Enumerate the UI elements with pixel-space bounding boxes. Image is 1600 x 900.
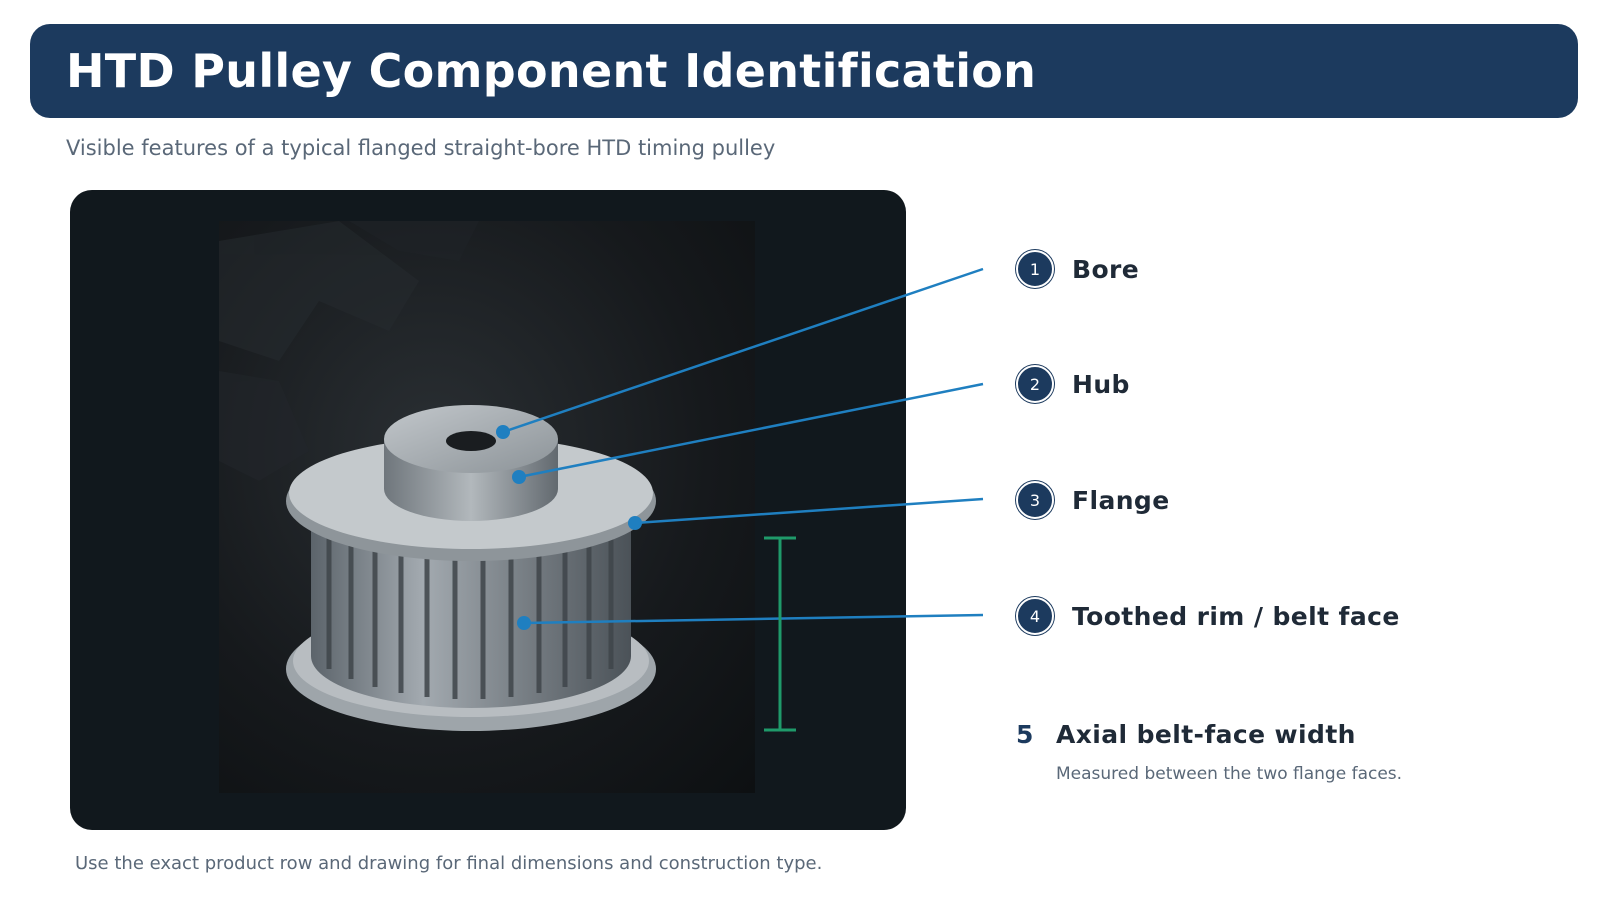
- background-gear: [219, 221, 479, 481]
- callout-number-badge: 4: [1016, 597, 1054, 635]
- pulley-photo: [219, 221, 755, 793]
- toothed-body: [311, 506, 631, 708]
- image-panel: [70, 190, 906, 830]
- callout-toothed-rim: 4 Toothed rim / belt face: [1016, 596, 1400, 636]
- measurement-note: Measured between the two flange faces.: [1056, 764, 1403, 784]
- title-bar: HTD Pulley Component Identification: [30, 24, 1578, 118]
- bore-hole: [446, 431, 496, 451]
- callout-number-badge: 2: [1016, 365, 1054, 403]
- callout-label: Flange: [1072, 485, 1170, 515]
- callout-label: Hub: [1072, 369, 1130, 399]
- callout-label: Bore: [1072, 254, 1140, 284]
- callout-hub: 2 Hub: [1016, 364, 1130, 404]
- pulley-illustration: [219, 221, 656, 731]
- callout-number-badge: 1: [1016, 250, 1054, 288]
- callout-number-badge: 3: [1016, 481, 1054, 519]
- measurement-number: 5: [1016, 720, 1034, 749]
- page-title: HTD Pulley Component Identification: [66, 44, 1037, 98]
- callout-flange: 3 Flange: [1016, 480, 1170, 520]
- teeth-grooves: [326, 516, 614, 699]
- footnote: Use the exact product row and drawing fo…: [75, 853, 823, 874]
- callout-bore: 1 Bore: [1016, 249, 1139, 289]
- callout-label: Toothed rim / belt face: [1072, 601, 1400, 631]
- measurement-label: Axial belt-face width: [1056, 720, 1356, 749]
- page-subtitle: Visible features of a typical flanged st…: [66, 136, 776, 160]
